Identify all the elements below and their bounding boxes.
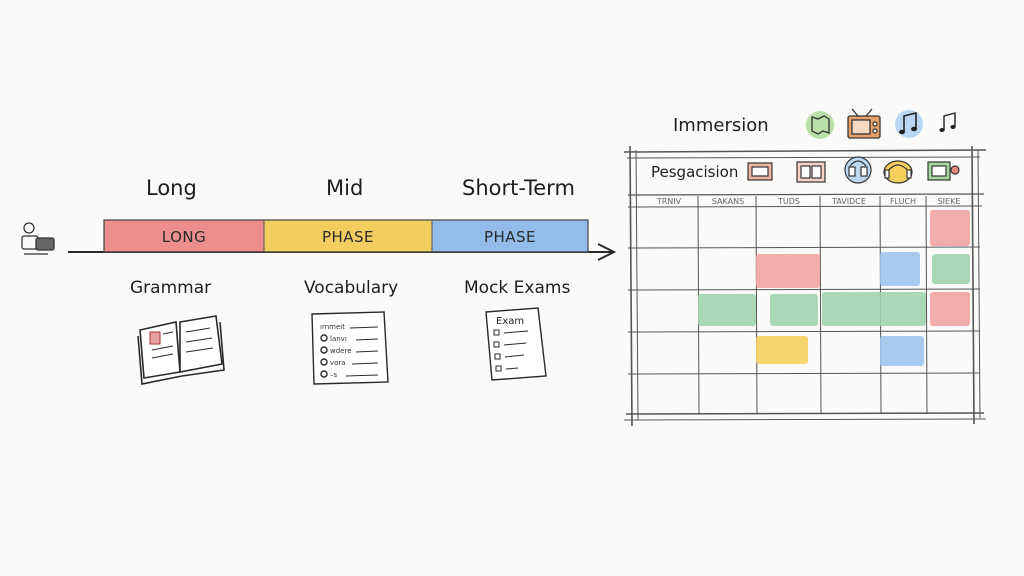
day-header-6: SIEKE xyxy=(937,197,961,206)
block-yellow-1 xyxy=(756,336,808,364)
phase-heading-mid: Mid xyxy=(326,176,364,200)
vocab-line-2: lanvı xyxy=(330,335,347,343)
phase-bar-long xyxy=(104,220,264,252)
phase-bar-outline xyxy=(103,219,589,253)
monitor-icon xyxy=(747,162,773,181)
vocabulary-sheet-icon xyxy=(311,311,389,385)
schedule-grid xyxy=(623,145,987,427)
screen-icon xyxy=(927,161,960,181)
book-icon xyxy=(137,315,225,385)
tablet-icon xyxy=(796,161,826,183)
exam-sheet-title: Exam xyxy=(496,316,524,327)
phase-bar-label-long: LONG xyxy=(161,228,207,246)
day-header-5: FLUCH xyxy=(889,197,917,206)
focus-label-grammar: Grammar xyxy=(130,278,212,298)
tv-icon xyxy=(847,108,881,139)
vocab-line-1: ırnmeıt xyxy=(320,323,345,331)
block-green-2 xyxy=(698,294,756,326)
block-red-3 xyxy=(930,292,970,326)
phase-bar-label-short: PHASE xyxy=(483,228,537,246)
headset-icon xyxy=(883,160,913,184)
vocab-line-3: wdere xyxy=(330,347,352,355)
focus-label-vocabulary: Vocabulary xyxy=(304,278,399,298)
phase-bar-mid xyxy=(264,220,432,252)
phase-heading-long: Long xyxy=(146,176,197,200)
block-blue-2 xyxy=(880,336,924,366)
schedule-blocks xyxy=(698,210,970,366)
immersion-title: Immersion xyxy=(673,115,769,136)
block-green-3 xyxy=(770,294,818,326)
phase-bar-label-mid: PHASE xyxy=(321,228,375,246)
phase-heading-short: Short-Term xyxy=(462,176,575,200)
block-green-1 xyxy=(932,254,970,284)
day-header-4: TAVIDCE xyxy=(832,197,866,206)
block-green-4 xyxy=(822,292,926,326)
schedule-title: Pesgacision xyxy=(651,163,739,181)
music-note-icon xyxy=(895,110,923,138)
exam-sheet-icon xyxy=(485,307,547,381)
block-red-1 xyxy=(930,210,970,246)
phase-bar-short xyxy=(432,220,588,252)
block-red-2 xyxy=(756,254,820,288)
map-icon xyxy=(806,111,834,139)
day-header-2: SAKANS xyxy=(711,197,745,206)
music-notes-icon xyxy=(939,112,956,132)
day-header-3: TUDS xyxy=(778,197,800,206)
headphones-icon xyxy=(844,156,872,184)
vocab-line-4: vora xyxy=(330,359,346,367)
focus-label-mock-exams: Mock Exams xyxy=(464,278,571,298)
timer-icon xyxy=(21,222,55,255)
block-blue-1 xyxy=(880,252,920,286)
vocab-line-5: –s xyxy=(330,371,338,379)
day-header-1: TRNIV xyxy=(656,197,682,206)
